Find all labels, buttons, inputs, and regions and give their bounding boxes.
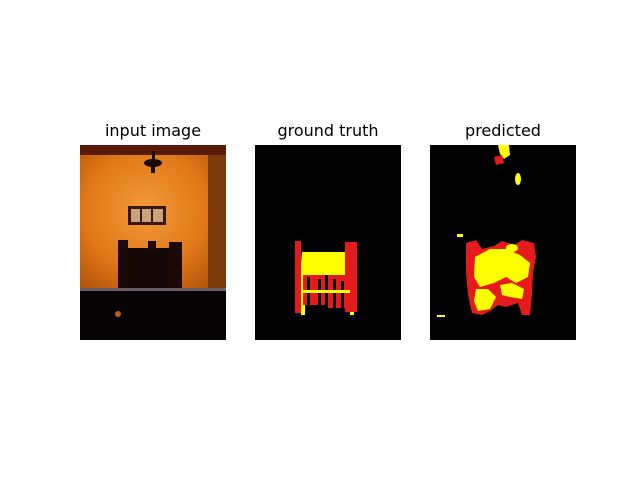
ground-truth-mask (255, 145, 401, 340)
input-image (80, 145, 226, 340)
panel-title-ground-truth: ground truth (277, 121, 379, 140)
input-image-panel (80, 145, 226, 340)
panel-title-predicted: predicted (465, 121, 541, 140)
predicted-panel (430, 145, 576, 340)
predicted-mask (430, 145, 576, 340)
panel-title-input: input image (104, 121, 202, 140)
ground-truth-panel (255, 145, 401, 340)
